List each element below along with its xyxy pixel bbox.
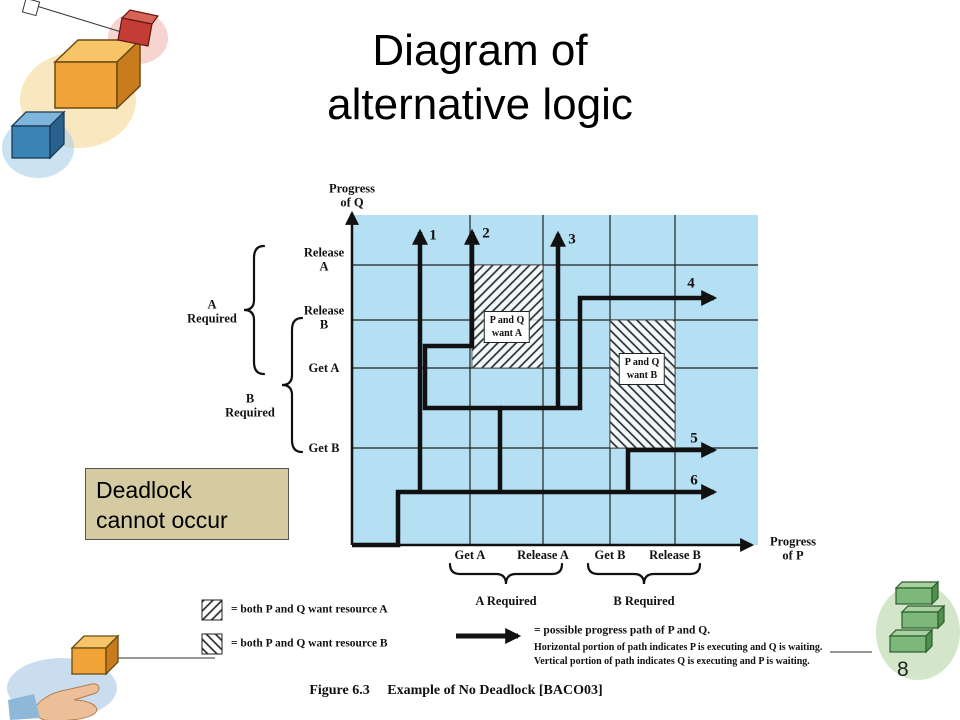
clipart-hand-box-bottom-left [7,634,215,720]
sleeve-shape [8,694,40,720]
braces [243,244,702,585]
tick-get-b-bottom: Get B [594,547,626,562]
path-6 [352,484,718,548]
path-label-3: 3 [568,231,576,248]
green-box-icon [900,604,946,630]
label-b-required-bottom: B Required [613,593,675,608]
note-box-deadlock-cannot-occur: Deadlock cannot occur [85,468,289,540]
path-label-4: 4 [687,275,695,292]
tick-release-a: Release A [303,245,345,274]
legend-hatch-b-text: = both P and Q want resource B [231,637,388,650]
orange-box-icon [70,634,120,676]
clipart-green-boxes-bottom-right [830,580,960,680]
legend-path-text-2: Horizontal portion of path indicates P i… [534,642,823,653]
green-box-icon [888,628,934,654]
green-box-icon [894,580,940,606]
label-b-required-left: B Required [225,391,275,420]
path-5 [625,442,718,494]
path-label-5: 5 [690,430,698,447]
hand-icon [29,683,100,720]
path-label-1: 1 [429,227,437,244]
slide-title: Diagram of alternative logic [327,26,633,129]
label-a-required-left: A Required [187,297,237,326]
tick-release-a-bottom: Release A [517,547,569,562]
tick-get-a-bottom: Get A [454,547,486,562]
red-box-icon [117,9,160,47]
progress-paths [352,228,718,548]
brace-a-required-left [243,244,266,376]
legend-swatches [201,599,522,655]
brace-a-required-bottom [448,562,564,585]
progress-diagram [201,210,758,655]
clipart-shipping-boxes-top-left [2,0,168,178]
tick-get-a-left: Get A [308,360,340,375]
tick-release-b-bottom: Release B [649,547,701,562]
legend-path-text-1: = possible progress path of P and Q. [534,624,711,637]
tick-get-b-left: Get B [308,440,340,455]
x-axis-label: Progress of P [769,534,817,563]
legend-hatch-b-swatch [201,633,223,655]
figure-caption-title: Example of No Deadlock [BACO03] [387,682,603,698]
path-label-6: 6 [690,472,698,489]
orange-box-icon [53,38,142,110]
path-4 [500,290,718,411]
blue-box-icon [10,110,66,160]
brace-b-required-bottom [586,562,702,585]
path-label-2: 2 [482,225,490,242]
y-axis-label: Progress of Q [328,181,376,210]
region-a-label-box: P and Q want A [483,311,531,343]
label-a-required-bottom: A Required [475,593,537,608]
brace-b-required-left [281,316,304,454]
region-b-label-box: P and Q want B [618,353,666,385]
figure-caption-label: Figure 6.3 [309,682,370,698]
axes [345,210,755,552]
path-2 [422,228,503,494]
tick-release-b: Release B [303,303,345,332]
legend-hatch-a-swatch [201,599,223,621]
page-number: 8 [897,658,909,681]
figure-caption: Figure 6.3 Example of No Deadlock [BACO0… [309,683,602,699]
legend-hatch-a-text: = both P and Q want resource A [231,603,388,616]
legend-path-text-3: Vertical portion of path indicates Q is … [534,656,810,667]
